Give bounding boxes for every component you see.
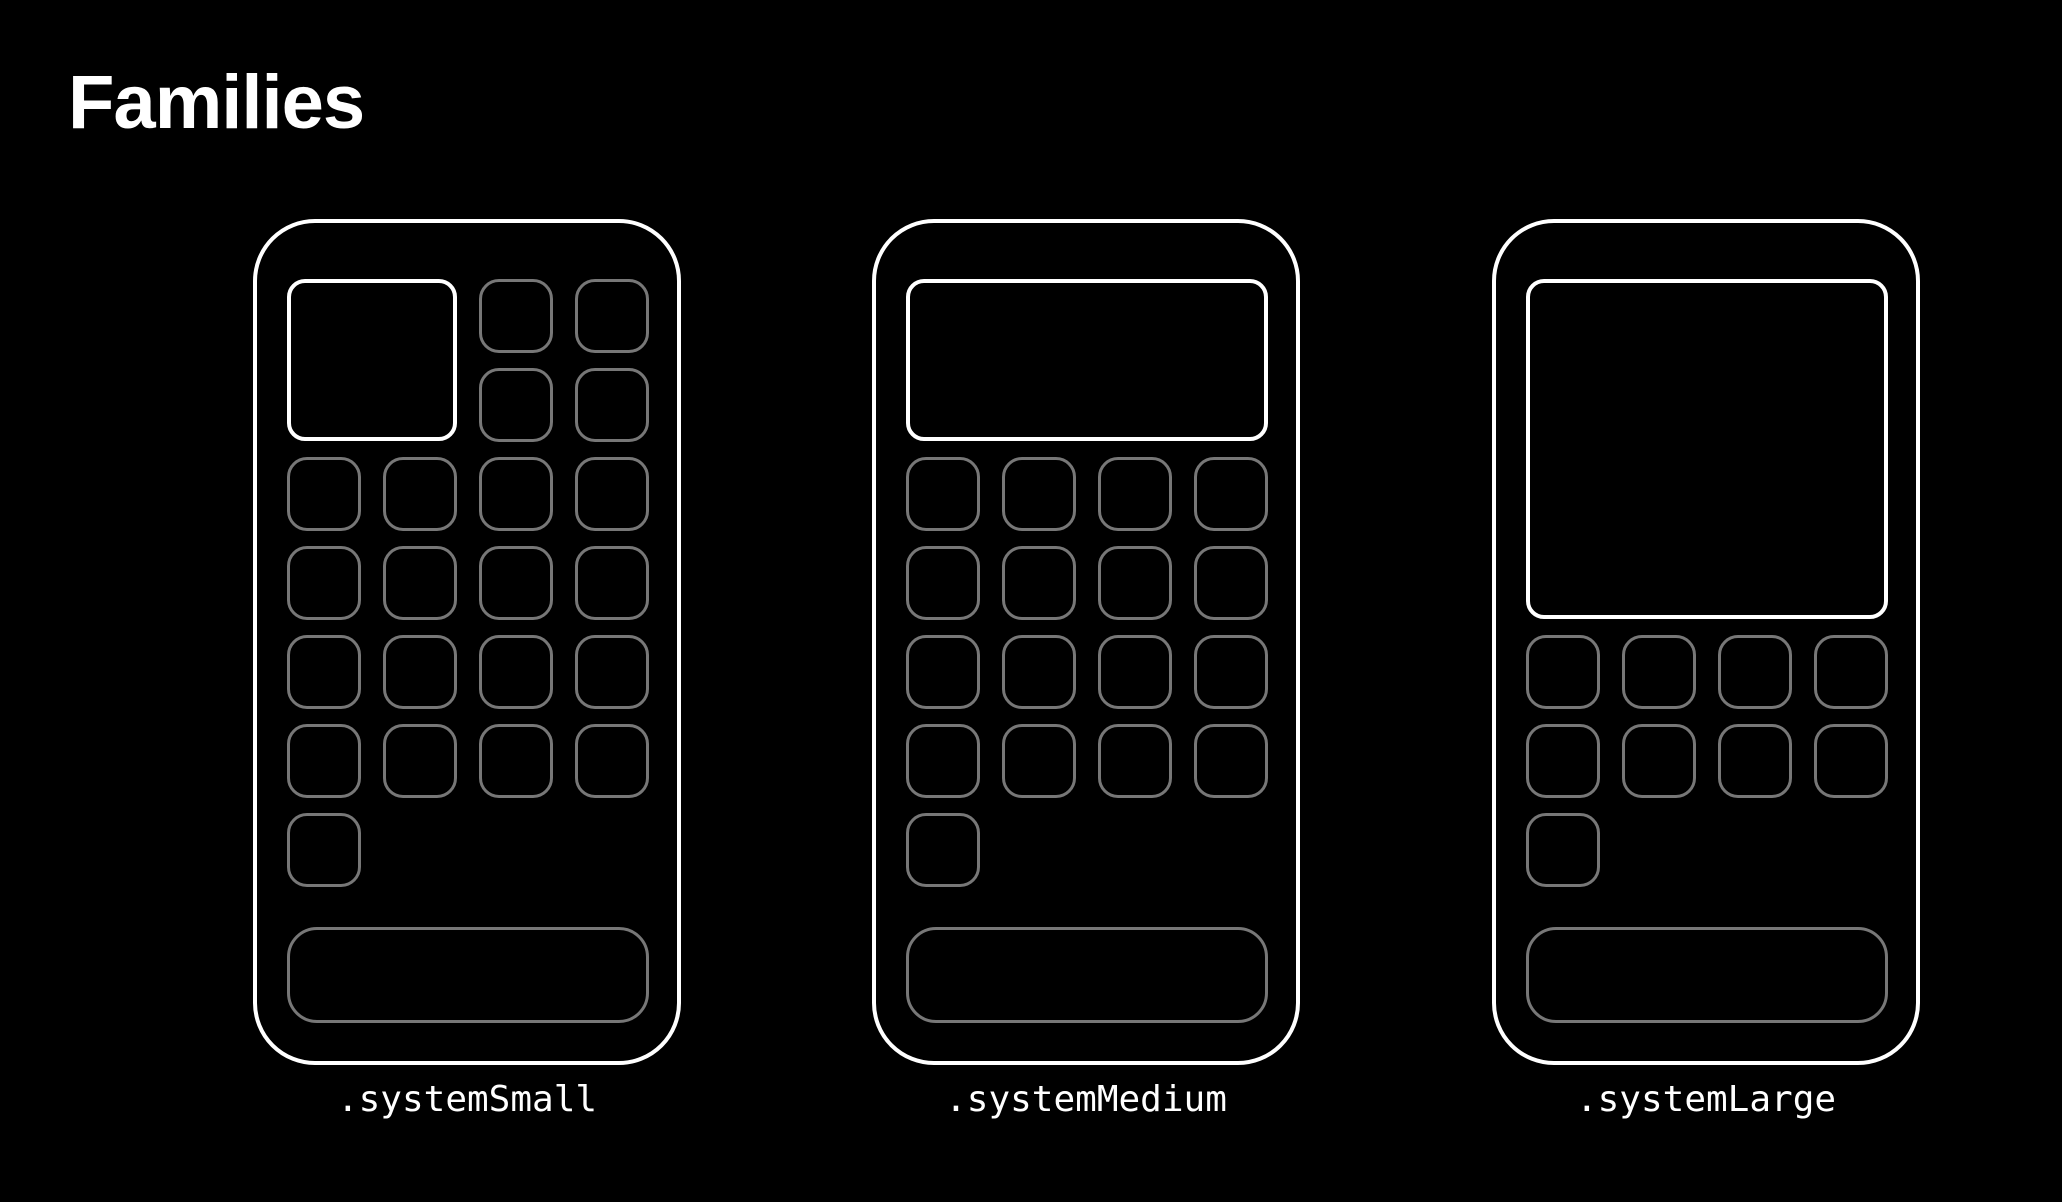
page-title: Families <box>68 60 365 145</box>
app-icon-placeholder <box>1718 635 1792 709</box>
app-icon-placeholder <box>287 546 361 620</box>
app-icon-placeholder <box>906 546 980 620</box>
app-icon-placeholder <box>1526 635 1600 709</box>
app-icon-placeholder <box>1098 724 1172 798</box>
app-icon-placeholder <box>1194 635 1268 709</box>
app-icon-placeholder <box>906 457 980 531</box>
app-icon-placeholder <box>906 724 980 798</box>
family-large: .systemLarge <box>1492 219 1920 1120</box>
app-icon-placeholder <box>287 724 361 798</box>
family-label-medium: .systemMedium <box>945 1079 1227 1120</box>
app-icon-placeholder <box>479 279 553 353</box>
app-icon-placeholder <box>1002 635 1076 709</box>
app-icon-placeholder <box>906 635 980 709</box>
app-icon-placeholder <box>1814 635 1888 709</box>
app-icon-placeholder <box>575 279 649 353</box>
phone-outline <box>1492 219 1920 1065</box>
phone-outline <box>253 219 681 1065</box>
app-icon-placeholder <box>1622 635 1696 709</box>
app-icon-placeholder <box>1194 457 1268 531</box>
medium-widget <box>906 279 1268 441</box>
app-icon-placeholder <box>479 368 553 442</box>
app-icon-placeholder <box>287 813 361 887</box>
app-icon-placeholder <box>479 635 553 709</box>
dock <box>287 927 649 1023</box>
family-label-large: .systemLarge <box>1575 1079 1837 1120</box>
app-icon-placeholder <box>479 546 553 620</box>
large-widget <box>1526 279 1888 619</box>
app-icon-placeholder <box>1098 546 1172 620</box>
app-icon-placeholder <box>575 724 649 798</box>
app-icon-placeholder <box>1098 635 1172 709</box>
app-icon-placeholder <box>1194 724 1268 798</box>
app-icon-placeholder <box>287 457 361 531</box>
family-label-small: .systemSmall <box>336 1079 598 1120</box>
phone-outline <box>872 219 1300 1065</box>
app-icon-placeholder <box>479 457 553 531</box>
app-icon-placeholder <box>479 724 553 798</box>
app-icon-placeholder <box>1622 724 1696 798</box>
app-icon-placeholder <box>1526 813 1600 887</box>
app-icon-placeholder <box>1098 457 1172 531</box>
app-icon-placeholder <box>575 368 649 442</box>
dock <box>1526 927 1888 1023</box>
app-icon-placeholder <box>383 457 457 531</box>
app-icon-placeholder <box>575 635 649 709</box>
family-medium: .systemMedium <box>872 219 1300 1120</box>
dock <box>906 927 1268 1023</box>
app-icon-placeholder <box>383 635 457 709</box>
app-icon-placeholder <box>1194 546 1268 620</box>
app-icon-placeholder <box>575 546 649 620</box>
family-small: .systemSmall <box>253 219 681 1120</box>
app-icon-placeholder <box>1002 457 1076 531</box>
app-icon-placeholder <box>1526 724 1600 798</box>
app-icon-placeholder <box>1814 724 1888 798</box>
app-icon-placeholder <box>1002 724 1076 798</box>
app-icon-placeholder <box>906 813 980 887</box>
app-icon-placeholder <box>383 724 457 798</box>
app-icon-placeholder <box>1718 724 1792 798</box>
small-widget <box>287 279 457 441</box>
app-icon-placeholder <box>575 457 649 531</box>
app-icon-placeholder <box>287 635 361 709</box>
app-icon-placeholder <box>1002 546 1076 620</box>
app-icon-placeholder <box>383 546 457 620</box>
